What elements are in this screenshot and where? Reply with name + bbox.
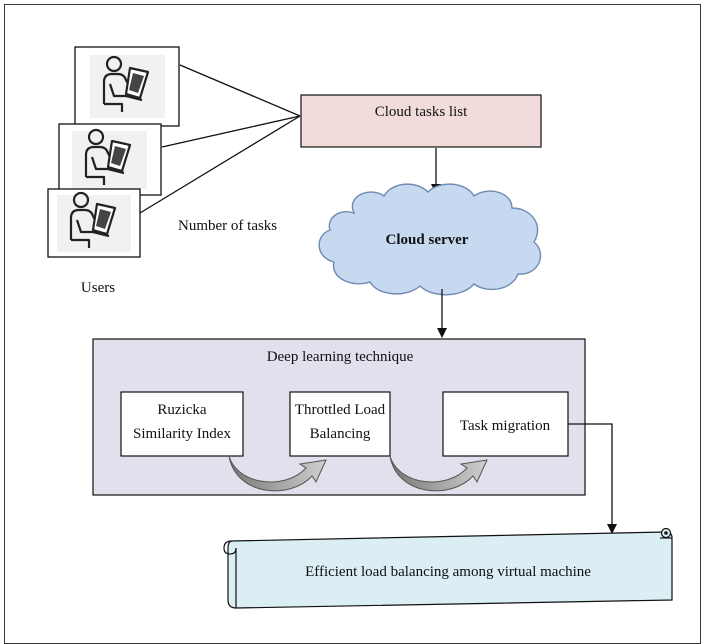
users-label: Users [81, 280, 115, 296]
user-box [47, 188, 141, 258]
number-of-tasks-label: Number of tasks [178, 218, 277, 234]
user-connector-line [161, 115, 301, 148]
cloud-tasks-list-label: Cloud tasks list [375, 104, 468, 120]
cloud-tasks-list-box [300, 94, 542, 148]
user-box [58, 123, 162, 196]
cloud-server-shape [318, 183, 542, 296]
user-connector-line [139, 115, 301, 214]
cloud-server-label: Cloud server [386, 232, 469, 248]
output-label: Efficient load balancing among virtual m… [305, 564, 591, 580]
arrow-migration-to-output [568, 423, 617, 534]
throttled-box [289, 391, 391, 457]
task-migration-label: Task migration [460, 418, 551, 434]
deep-learning-label: Deep learning technique [267, 349, 414, 365]
ruzicka-box [120, 391, 244, 457]
workflow-diagram: Number of tasks Users Cloud tasks list C… [47, 46, 673, 609]
curved-arrow-icon [389, 455, 488, 492]
task-migration-box [442, 391, 569, 457]
user-connector-line [179, 64, 301, 117]
throttled-label-line2: Balancing [310, 426, 371, 442]
ruzicka-label-line2: Similarity Index [133, 426, 231, 442]
ruzicka-label-line1: Ruzicka [157, 402, 206, 418]
user-box [74, 46, 180, 127]
output-scroll [223, 527, 673, 609]
curved-arrow-icon [228, 455, 327, 492]
throttled-label-line1: Throttled Load [295, 402, 386, 418]
